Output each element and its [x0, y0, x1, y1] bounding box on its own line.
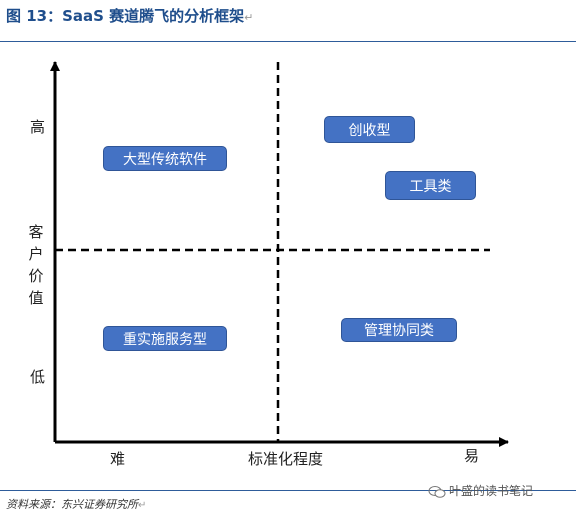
top-rule [0, 41, 576, 42]
quadrant-box-revenue-generating: 创收型 [324, 116, 415, 143]
return-mark: ↵ [244, 11, 254, 24]
bottom-rule [0, 490, 576, 491]
x-axis-title: 标准化程度 [248, 450, 324, 468]
figure-title-text: 图 13：SaaS 赛道腾飞的分析框架 [6, 7, 245, 25]
figure-title: 图 13：SaaS 赛道腾飞的分析框架↵ [6, 5, 253, 26]
quadrant-box-heavy-implementation-service: 重实施服务型 [103, 326, 227, 351]
y-axis-title: 客户价值 [28, 223, 44, 307]
x-high-label: 易 [464, 447, 480, 465]
quadrant-box-large-traditional-software: 大型传统软件 [103, 146, 227, 171]
x-low-label: 难 [110, 450, 126, 468]
return-mark: ↵ [138, 500, 147, 511]
quadrant-box-tools: 工具类 [385, 171, 476, 200]
watermark: 叶盛的读书笔记 [428, 482, 533, 499]
source-text: 资料来源：东兴证券研究所 [6, 498, 138, 511]
source-note: 资料来源：东兴证券研究所↵ [6, 496, 146, 512]
wechat-icon [428, 485, 446, 498]
watermark-text: 叶盛的读书笔记 [449, 484, 534, 498]
quadrant-box-management-collaboration: 管理协同类 [341, 318, 457, 342]
y-high-label: 高 [30, 118, 46, 136]
y-low-label: 低 [30, 368, 46, 386]
